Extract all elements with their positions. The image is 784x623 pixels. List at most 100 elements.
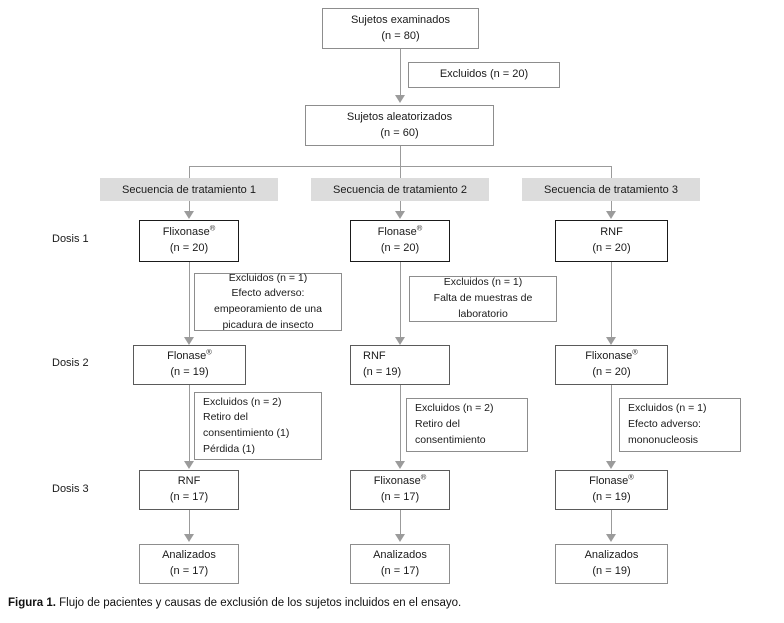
box-analyzed-seq2-n: (n = 17) — [380, 565, 420, 577]
connector-dose2-to-dose3-seq2 — [400, 385, 402, 465]
figure-caption-text: Flujo de pacientes y causas de exclusión… — [55, 597, 462, 609]
exclusion-after-dose1-seq1-line1: Excluidos (n = 1) — [228, 271, 308, 284]
box-excluded-screening: Excluidos (n = 20) — [408, 62, 560, 88]
connector-dose1-to-dose2-seq2 — [400, 262, 402, 340]
connector-randomized-trunk — [400, 146, 402, 166]
box-dose2-seq3: Flixonase® (n = 20) — [555, 345, 668, 385]
connector-dose3-to-analyzed-seq3 — [611, 510, 613, 538]
sequence-header-2: Secuencia de tratamiento 2 — [311, 178, 489, 201]
exclusion-after-dose1-seq2: Excluidos (n = 1) Falta de muestras de l… — [409, 276, 557, 322]
arrowhead-screened-to-randomized — [395, 95, 405, 103]
box-dose1-seq2-drug: Flonase® — [377, 223, 423, 239]
box-dose3-seq1: RNF (n = 17) — [139, 470, 239, 510]
box-dose1-seq2: Flonase® (n = 20) — [350, 220, 450, 262]
box-dose3-seq2-n: (n = 17) — [380, 491, 420, 503]
box-screened-line2: (n = 80) — [381, 29, 420, 42]
exclusion-after-dose1-seq1: Excluidos (n = 1) Efecto adverso: empeor… — [194, 271, 342, 331]
box-randomized-line1: Sujetos aleatorizados — [346, 110, 453, 123]
row-label-dose3: Dosis 3 — [52, 483, 89, 495]
box-dose1-seq1-n: (n = 20) — [169, 242, 209, 254]
box-analyzed-seq3: Analizados (n = 19) — [555, 544, 668, 584]
box-dose2-seq3-drug: Flixonase® — [585, 347, 638, 363]
box-dose2-seq3-n: (n = 20) — [592, 366, 631, 378]
box-analyzed-seq2: Analizados (n = 17) — [350, 544, 450, 584]
box-dose2-seq1-drug: Flonase® — [167, 347, 212, 363]
exclusion-after-dose2-seq1-line1: Excluidos (n = 2) — [203, 395, 282, 408]
arrowhead-dose3-to-analyzed-seq2 — [395, 534, 405, 542]
box-dose1-seq1: Flixonase® (n = 20) — [139, 220, 239, 262]
row-label-dose1: Dosis 1 — [52, 233, 89, 245]
arrowhead-dose1-to-dose2-seq2 — [395, 337, 405, 345]
box-dose1-seq3-drug: RNF — [600, 226, 623, 239]
connector-dose3-to-analyzed-seq1 — [189, 510, 191, 538]
exclusion-after-dose2-seq2-line3: consentimiento — [415, 433, 486, 446]
box-dose2-seq1-n: (n = 19) — [170, 366, 209, 378]
box-randomized-line2: (n = 60) — [380, 126, 419, 139]
arrowhead-header2-to-dose1 — [395, 211, 405, 219]
arrowhead-dose3-to-analyzed-seq3 — [606, 534, 616, 542]
figure-caption: Figura 1. Flujo de pacientes y causas de… — [8, 597, 461, 609]
arrowhead-dose1-to-dose2-seq1 — [184, 337, 194, 345]
connector-dose1-to-dose2-seq1 — [189, 262, 191, 340]
arrowhead-header1-to-dose1 — [184, 211, 194, 219]
connector-branch-drop-1 — [189, 166, 191, 178]
exclusion-after-dose2-seq1-line3: consentimiento (1) — [203, 427, 290, 439]
box-analyzed-seq2-label: Analizados — [373, 549, 427, 562]
exclusion-after-dose2-seq3-line1: Excluidos (n = 1) — [628, 402, 707, 415]
arrowhead-header3-to-dose1 — [606, 211, 616, 219]
box-dose2-seq2-drug: RNF — [363, 350, 386, 363]
sequence-header-1: Secuencia de tratamiento 1 — [100, 178, 278, 201]
exclusion-after-dose1-seq1-line3: empeoramiento de una — [214, 303, 322, 315]
arrowhead-dose3-to-analyzed-seq1 — [184, 534, 194, 542]
box-analyzed-seq3-n: (n = 19) — [592, 565, 631, 577]
box-dose2-seq2-n: (n = 19) — [363, 366, 402, 378]
box-analyzed-seq1-label: Analizados — [162, 549, 216, 562]
box-screened: Sujetos examinados (n = 80) — [322, 8, 479, 49]
row-label-dose2: Dosis 2 — [52, 357, 89, 369]
box-dose1-seq2-n: (n = 20) — [380, 242, 420, 254]
arrowhead-dose1-to-dose2-seq3 — [606, 337, 616, 345]
box-dose3-seq3: Flonase® (n = 19) — [555, 470, 668, 510]
connector-header3-to-dose1 — [611, 201, 613, 213]
figure-caption-label: Figura 1. — [8, 597, 56, 609]
exclusion-after-dose2-seq3: Excluidos (n = 1) Efecto adverso: mononu… — [619, 398, 741, 452]
exclusion-after-dose1-seq2-line2: Falta de muestras de — [433, 292, 533, 305]
arrowhead-dose2-to-dose3-seq2 — [395, 461, 405, 469]
box-dose2-seq2: RNF (n = 19) — [350, 345, 450, 385]
connector-branch-drop-2 — [400, 166, 402, 178]
arrowhead-dose2-to-dose3-seq1 — [184, 461, 194, 469]
connector-branch-drop-3 — [611, 166, 613, 178]
exclusion-after-dose2-seq1-line4: Pérdida (1) — [203, 442, 255, 455]
arrowhead-dose2-to-dose3-seq3 — [606, 461, 616, 469]
exclusion-after-dose2-seq1: Excluidos (n = 2) Retiro del consentimie… — [194, 392, 322, 460]
connector-dose3-to-analyzed-seq2 — [400, 510, 402, 538]
box-dose3-seq2: Flixonase® (n = 17) — [350, 470, 450, 510]
connector-screened-to-randomized — [400, 49, 402, 96]
box-randomized: Sujetos aleatorizados (n = 60) — [305, 105, 494, 146]
sequence-header-1-label: Secuencia de tratamiento 1 — [122, 183, 256, 196]
connector-dose2-to-dose3-seq1 — [189, 385, 191, 465]
exclusion-after-dose1-seq1-line4: picadura de insecto — [222, 318, 314, 331]
exclusion-after-dose2-seq2-line2: Retiro del — [415, 418, 460, 431]
box-dose1-seq3-n: (n = 20) — [592, 242, 631, 254]
sequence-header-3: Secuencia de tratamiento 3 — [522, 178, 700, 201]
exclusion-after-dose2-seq3-line3: mononucleosis — [628, 433, 699, 446]
box-dose3-seq1-n: (n = 17) — [169, 491, 209, 503]
exclusion-after-dose1-seq2-line3: laboratorio — [458, 307, 508, 320]
connector-dose2-to-dose3-seq3 — [611, 385, 613, 465]
box-dose3-seq3-n: (n = 19) — [592, 491, 631, 503]
exclusion-after-dose2-seq1-line2: Retiro del — [203, 411, 248, 424]
box-dose1-seq1-drug: Flixonase® — [162, 223, 216, 239]
exclusion-after-dose1-seq2-line1: Excluidos (n = 1) — [443, 276, 523, 289]
connector-header1-to-dose1 — [189, 201, 191, 213]
box-dose3-seq3-drug: Flonase® — [589, 472, 634, 488]
box-dose3-seq2-drug: Flixonase® — [373, 472, 427, 488]
box-analyzed-seq3-label: Analizados — [584, 549, 639, 562]
exclusion-after-dose1-seq1-line2: Efecto adverso: — [231, 287, 305, 300]
box-analyzed-seq1-n: (n = 17) — [169, 565, 209, 577]
box-excluded-screening-line1: Excluidos (n = 20) — [439, 68, 529, 81]
box-dose3-seq1-drug: RNF — [177, 475, 201, 488]
box-screened-line1: Sujetos examinados — [350, 13, 451, 26]
sequence-header-3-label: Secuencia de tratamiento 3 — [544, 183, 678, 196]
